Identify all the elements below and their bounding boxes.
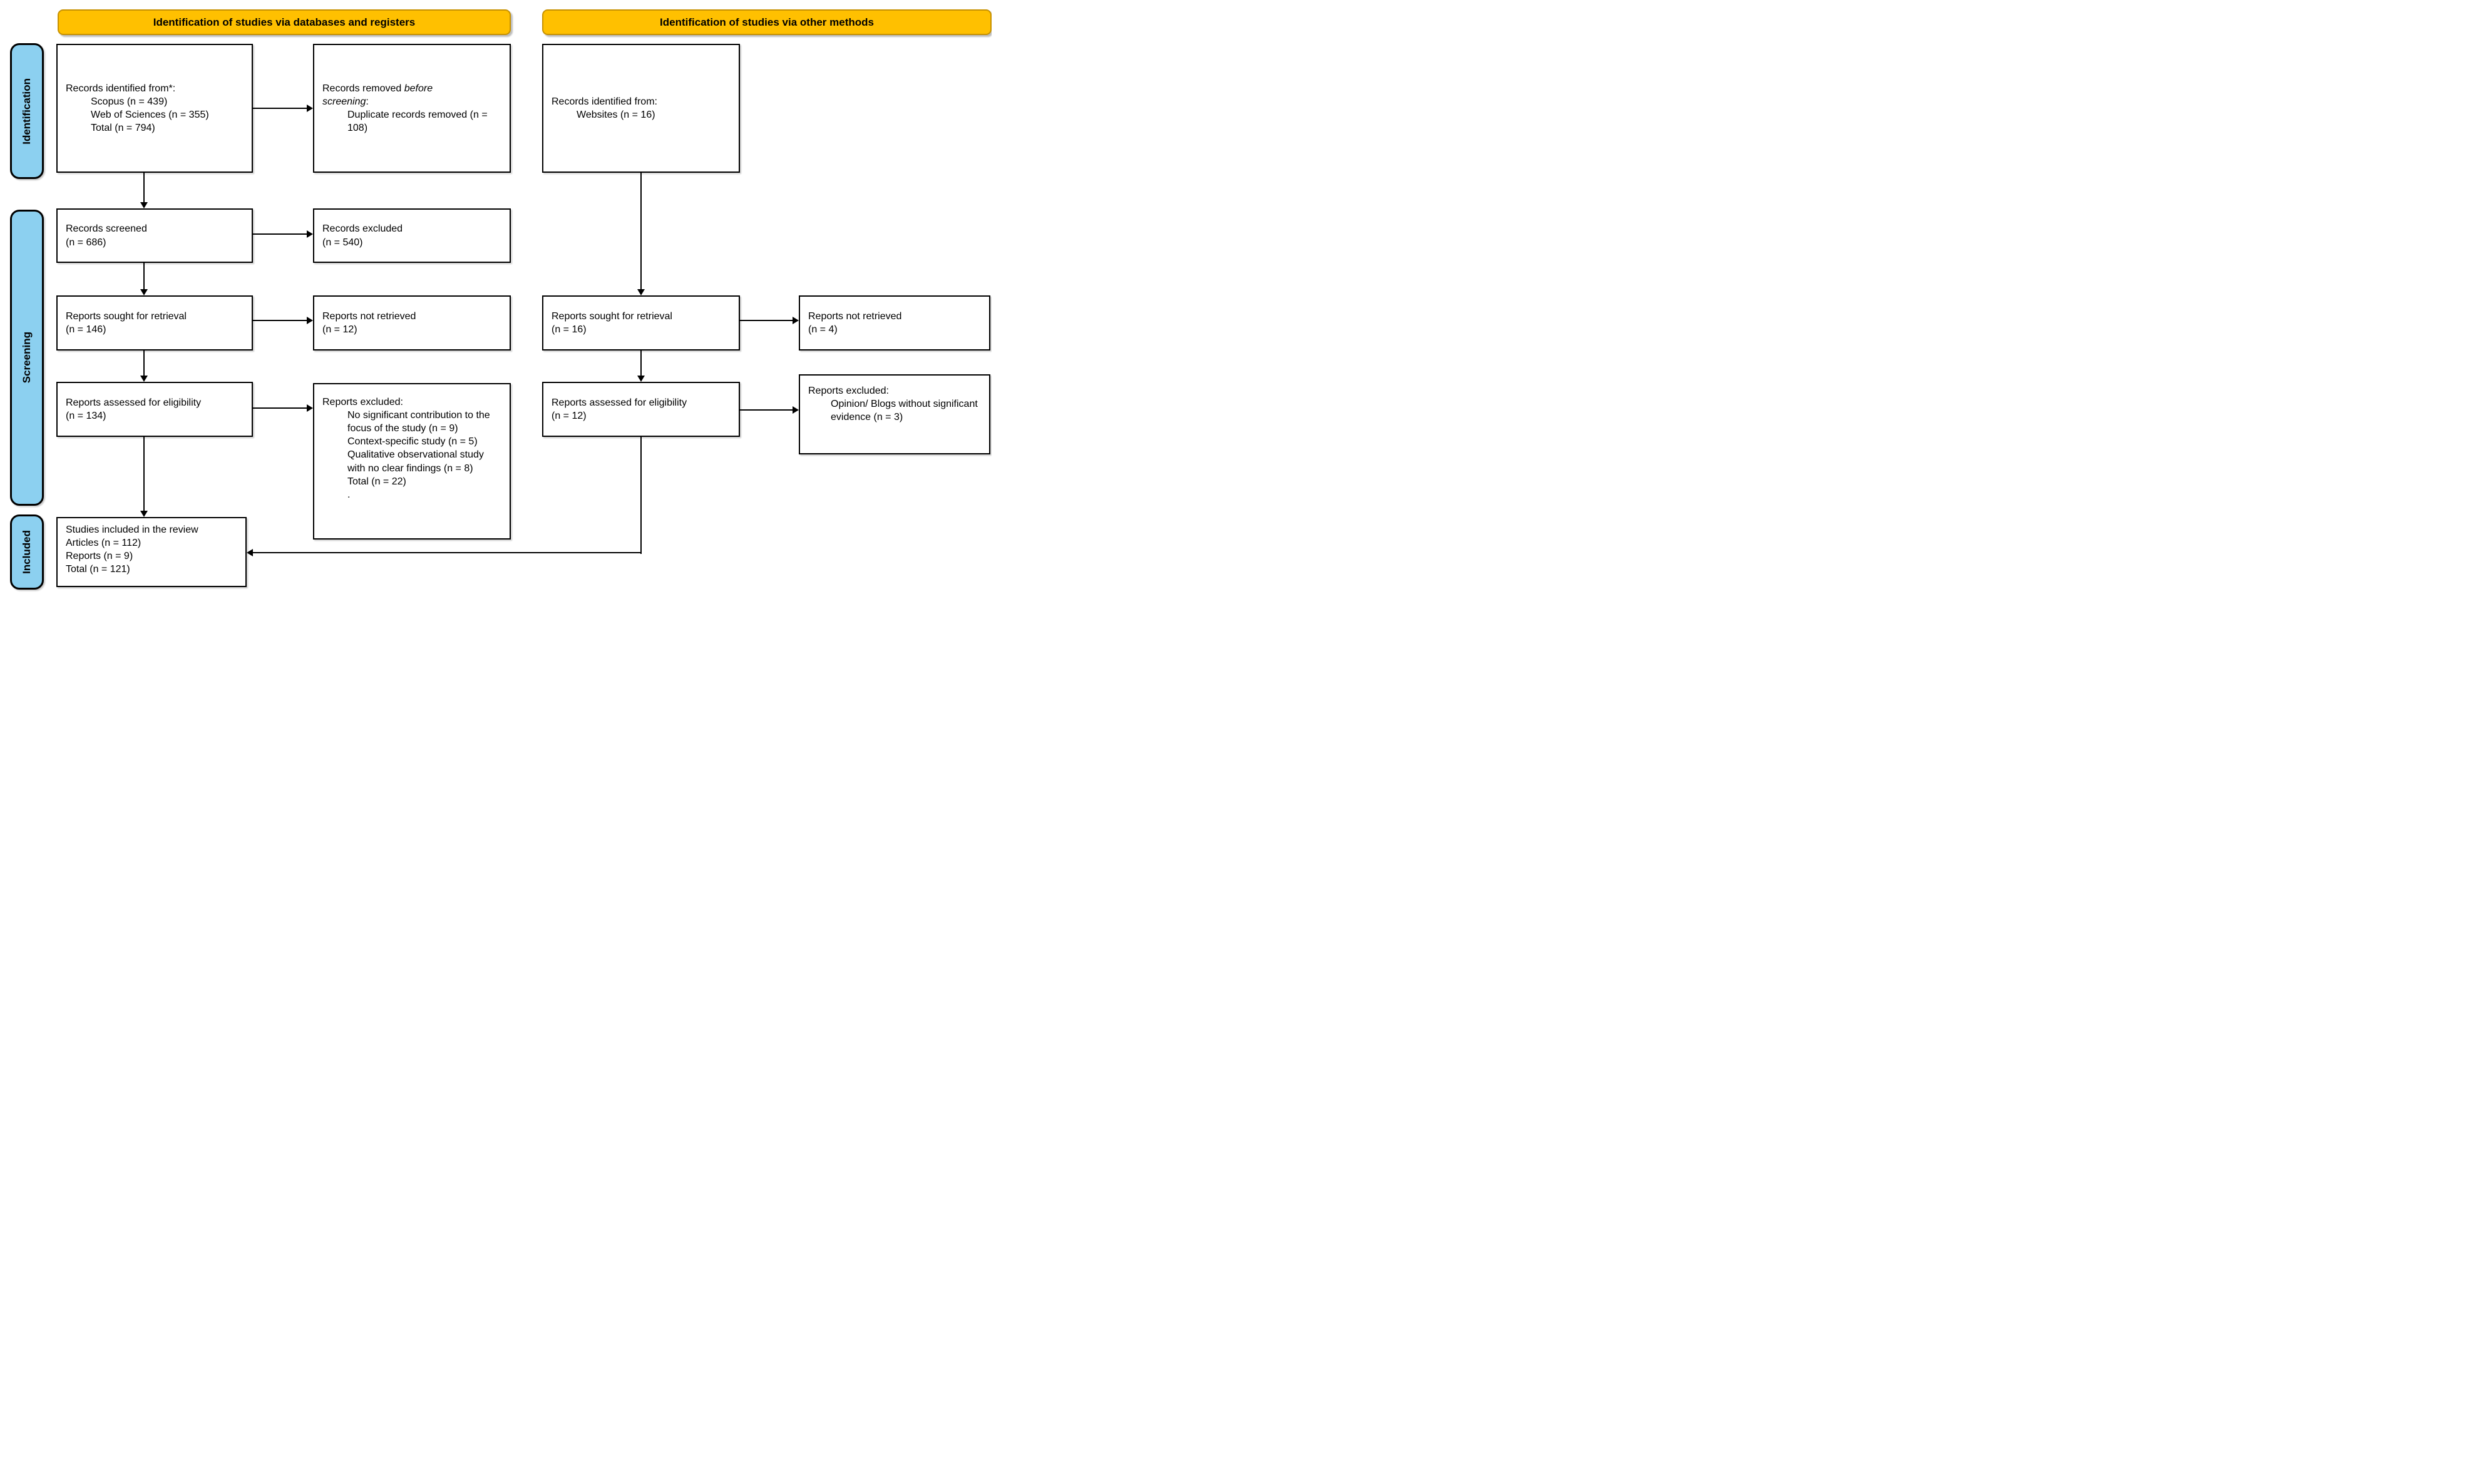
reports-excluded-db-item: Qualitative observational study with no … [347, 449, 484, 474]
reports-excluded-db-item: Context-specific study (n = 5) [347, 436, 478, 448]
connector-assessed-other-down-line [640, 437, 642, 554]
records-identified-title: Records identified from*: [66, 83, 176, 94]
arrow-sought-other-to-assessed-line [640, 351, 642, 376]
records-removed-line1: Records removed before [322, 82, 501, 95]
connector-assessed-other-to-included-head [247, 549, 253, 556]
records-removed-colon: : [366, 96, 369, 107]
reports-excluded-other-item: Opinion/ Blogs without significant evide… [831, 399, 978, 423]
reports-sought-db-line1: Reports sought for retrieval [66, 310, 187, 322]
arrow-screened-to-sought-head [140, 289, 148, 295]
arrow-screened-to-excluded-head [307, 230, 313, 238]
records-screened-line1: Records screened [66, 223, 147, 235]
arrow-assessed-to-included-line [143, 437, 145, 511]
studies-included-line: Studies included in the review [66, 525, 198, 535]
arrow-sought-to-notretrieved-line [253, 320, 307, 321]
header-databases-registers: Identification of studies via databases … [58, 9, 511, 35]
records-removed-italic1: before [404, 83, 433, 94]
records-identified-other-item: Websites (n = 16) [577, 110, 655, 120]
reports-sought-other-line1: Reports sought for retrieval [552, 310, 672, 322]
reports-sought-db-line2: (n = 146) [66, 324, 106, 335]
reports-not-retrieved-other-line1: Reports not retrieved [808, 310, 902, 322]
reports-not-retrieved-other-line2: (n = 4) [808, 324, 838, 335]
reports-assessed-other-line2: (n = 12) [552, 411, 587, 421]
records-removed-italic2: screening [322, 96, 366, 107]
reports-assessed-other-line1: Reports assessed for eligibility [552, 397, 687, 408]
box-records-identified: Records identified from*: Scopus (n = 43… [56, 44, 253, 173]
studies-included-line: Total (n = 121) [66, 564, 130, 575]
arrow-screened-to-sought-line [143, 263, 145, 290]
arrow-sought-other-to-notretrieved-line [740, 320, 793, 321]
records-excluded-line2: (n = 540) [322, 237, 363, 248]
stage-label-screening: Screening [10, 210, 44, 506]
arrow-sought-to-assessed-line [143, 351, 145, 376]
arrow-sought-other-to-assessed-head [637, 376, 645, 382]
box-reports-assessed-other: Reports assessed for eligibility (n = 12… [542, 382, 740, 437]
stage-label-screening-text: Screening [21, 332, 33, 384]
prisma-flow-diagram: Identification of studies via databases … [0, 0, 992, 594]
records-removed-item: Duplicate records removed (n = 108) [347, 110, 488, 134]
stage-label-included: Included [10, 514, 44, 590]
box-reports-not-retrieved-db: Reports not retrieved (n = 12) [313, 295, 511, 351]
studies-included-line: Reports (n = 9) [66, 551, 133, 562]
reports-not-retrieved-db-line1: Reports not retrieved [322, 310, 416, 322]
arrow-sought-to-notretrieved-head [307, 317, 313, 324]
arrow-assessed-to-included-head [140, 511, 148, 517]
box-reports-excluded-other: Reports excluded: Opinion/ Blogs without… [799, 374, 990, 454]
box-records-screened: Records screened (n = 686) [56, 208, 253, 263]
stage-label-identification: Identification [10, 43, 44, 179]
box-records-removed: Records removed before screening: Duplic… [313, 44, 511, 173]
arrow-sought-other-to-notretrieved-head [793, 317, 799, 324]
records-excluded-line1: Records excluded [322, 223, 403, 235]
box-reports-not-retrieved-other: Reports not retrieved (n = 4) [799, 295, 990, 351]
reports-not-retrieved-db-line2: (n = 12) [322, 324, 357, 335]
reports-excluded-other-title: Reports excluded: [808, 386, 889, 396]
stage-label-included-text: Included [21, 530, 33, 574]
reports-excluded-db-item: . [347, 489, 351, 500]
connector-assessed-other-to-included-line [253, 552, 642, 553]
box-records-excluded: Records excluded (n = 540) [313, 208, 511, 263]
arrow-assessed-to-excluded-line [253, 407, 307, 409]
box-reports-sought-other: Reports sought for retrieval (n = 16) [542, 295, 740, 351]
records-identified-item: Web of Sciences (n = 355) [91, 110, 209, 120]
box-reports-excluded-db: Reports excluded: No significant contrib… [313, 383, 511, 540]
arrow-identified-to-removed-head [307, 105, 313, 112]
header-other-methods: Identification of studies via other meth… [542, 9, 992, 35]
records-identified-other-title: Records identified from: [552, 96, 657, 107]
records-removed-line2: screening: [322, 95, 501, 108]
stage-label-identification-text: Identification [21, 78, 33, 145]
reports-excluded-db-item: Total (n = 22) [347, 476, 406, 487]
box-studies-included: Studies included in the review Articles … [56, 517, 247, 587]
arrow-identified-to-screened-line [143, 173, 145, 203]
arrow-sought-to-assessed-head [140, 376, 148, 382]
records-screened-line2: (n = 686) [66, 237, 106, 248]
records-identified-item: Scopus (n = 439) [91, 96, 168, 107]
reports-assessed-db-line1: Reports assessed for eligibility [66, 397, 202, 408]
arrow-assessed-to-excluded-head [307, 404, 313, 412]
arrow-assessed-other-to-excluded-line [740, 409, 793, 411]
reports-assessed-db-line2: (n = 134) [66, 411, 106, 421]
box-records-identified-other: Records identified from: Websites (n = 1… [542, 44, 740, 173]
reports-sought-other-line2: (n = 16) [552, 324, 587, 335]
arrow-screened-to-excluded-line [253, 233, 307, 235]
studies-included-line: Articles (n = 112) [66, 538, 141, 549]
records-identified-item: Total (n = 794) [91, 123, 155, 134]
reports-excluded-db-title: Reports excluded: [322, 397, 403, 407]
arrow-identified-to-screened-head [140, 202, 148, 208]
arrow-websites-to-sought-line [640, 173, 642, 290]
arrow-assessed-other-to-excluded-head [793, 406, 799, 414]
arrow-identified-to-removed-line [253, 108, 307, 109]
records-removed-pre: Records removed [322, 83, 404, 94]
arrow-websites-to-sought-head [637, 289, 645, 295]
box-reports-assessed-db: Reports assessed for eligibility (n = 13… [56, 382, 253, 437]
box-reports-sought-db: Reports sought for retrieval (n = 146) [56, 295, 253, 351]
reports-excluded-db-item: No significant contribution to the focus… [347, 410, 490, 434]
